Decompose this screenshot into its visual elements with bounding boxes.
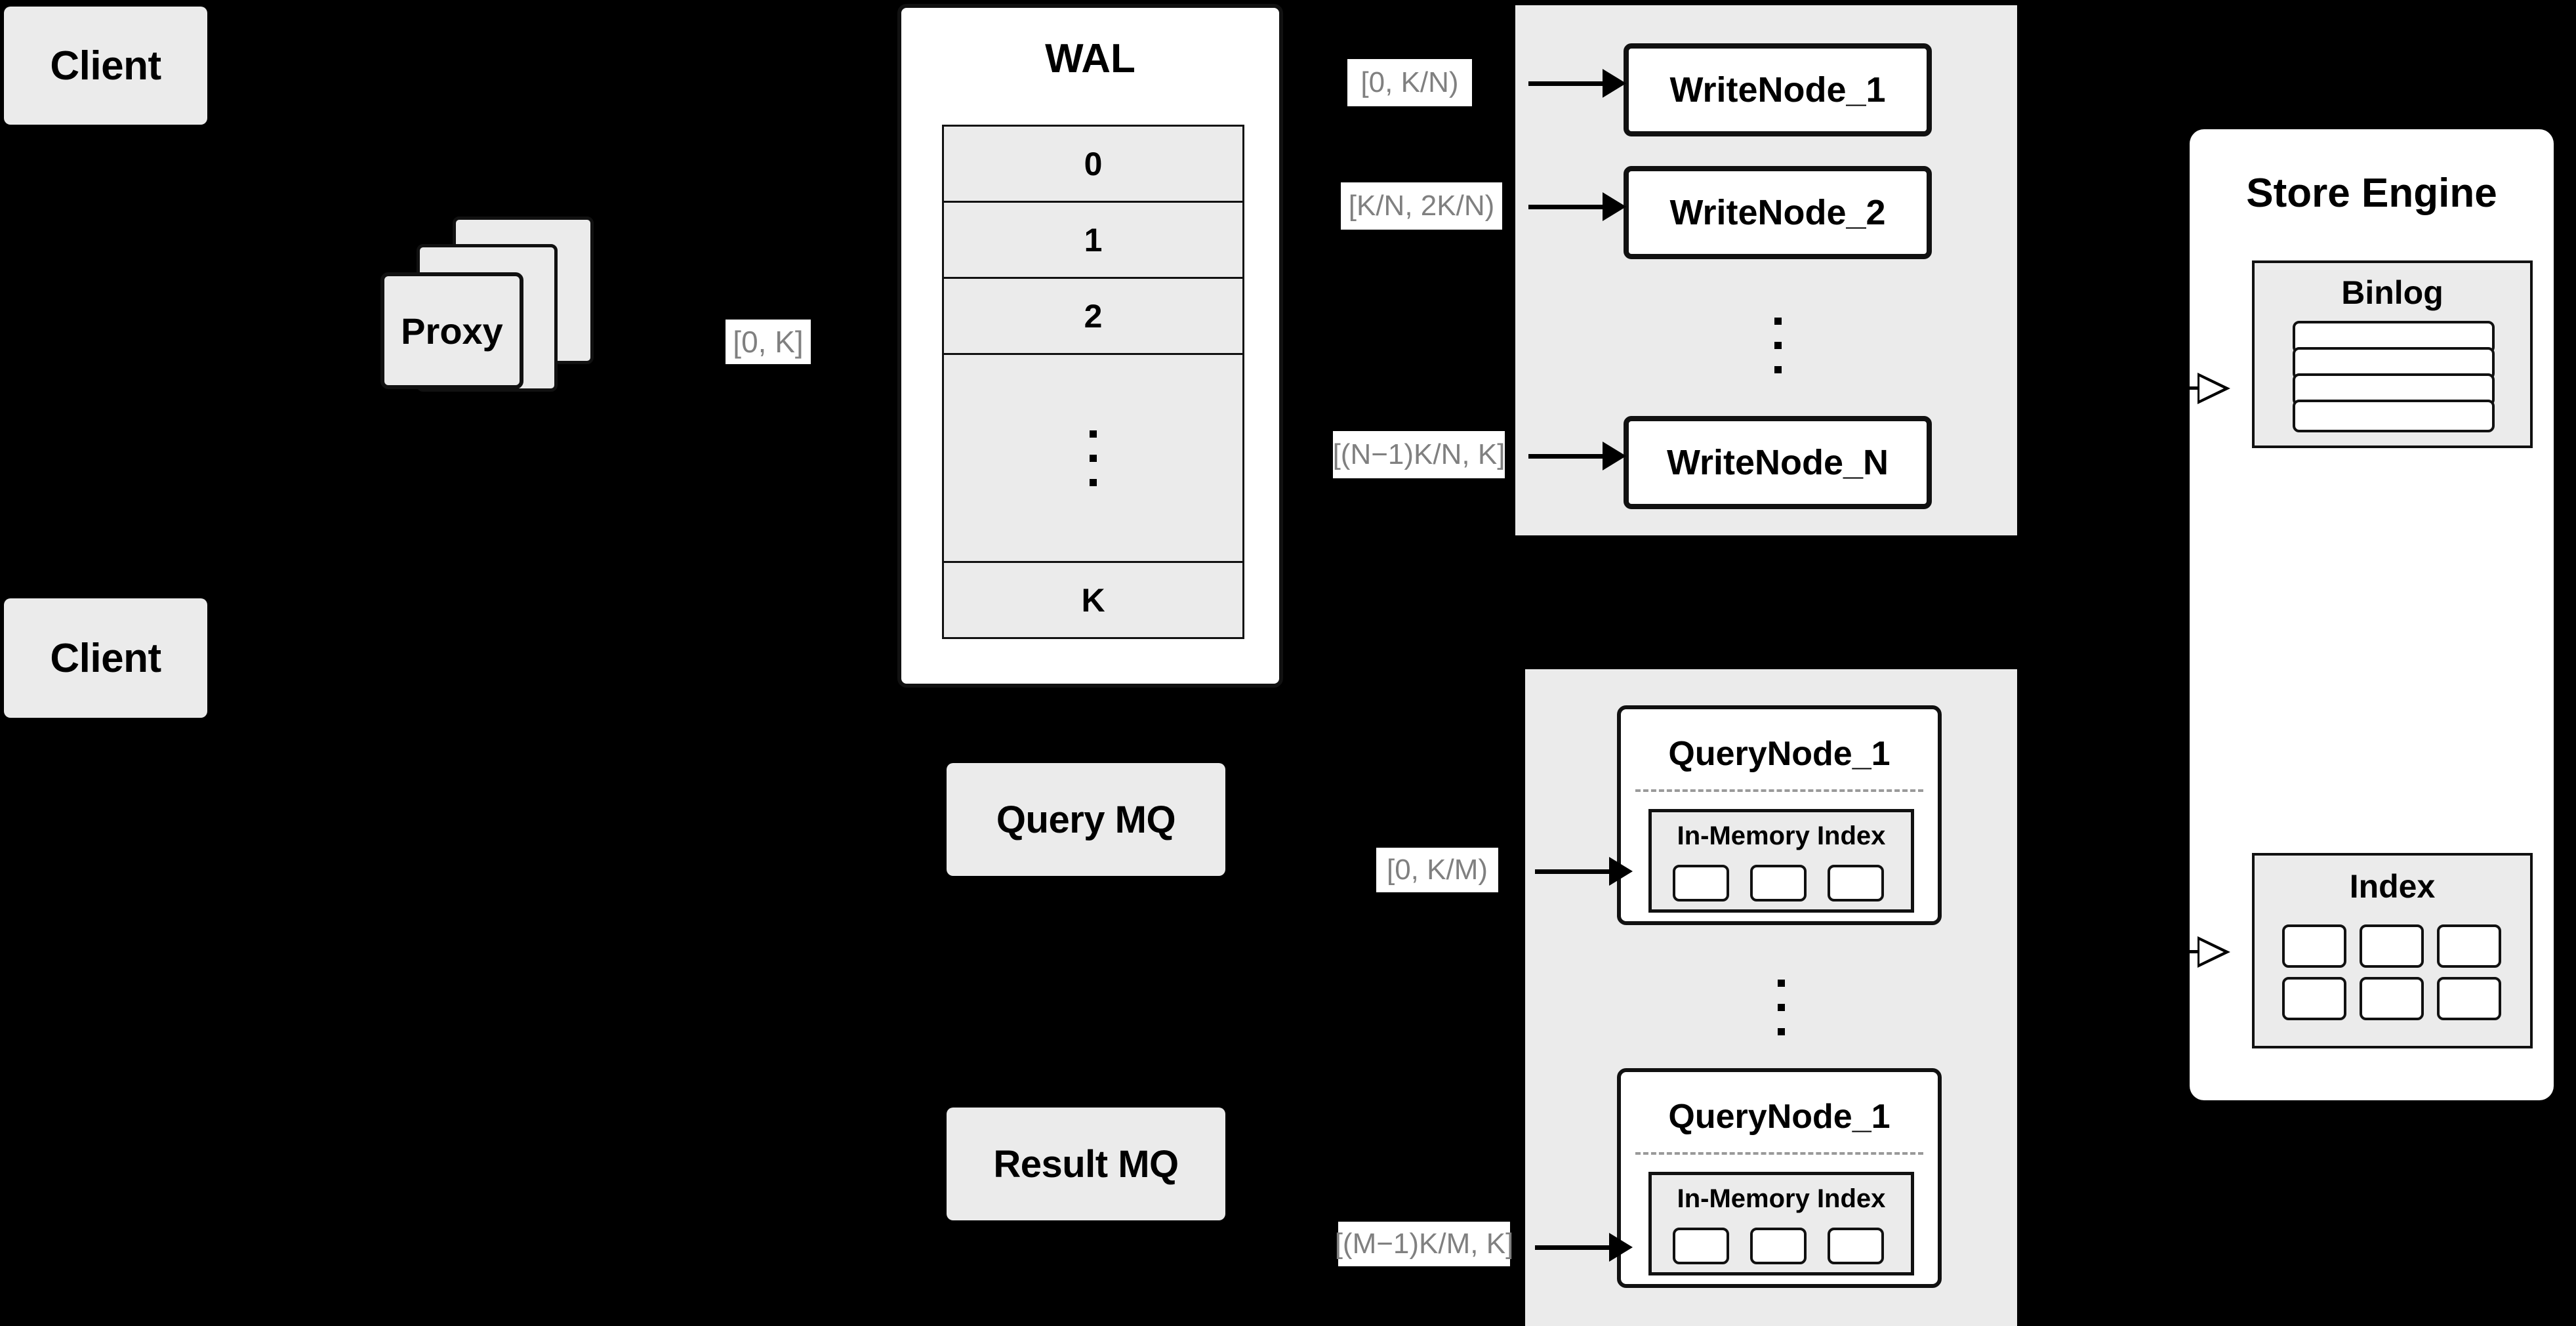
binlog-panel: Binlog: [2252, 260, 2533, 448]
tag-proxy-to-wal-label: [0, K]: [733, 325, 804, 359]
arrow-line-to-write-node-n: [1528, 454, 1614, 459]
query-pool-ellipsis-icon: [1738, 942, 1824, 1073]
query-node-m[interactable]: QueryNode_1 In-Memory Index: [1617, 1068, 1942, 1288]
tag-query-node-m-label: [(M−1)K/M, K]: [1334, 1228, 1514, 1260]
proxy-node[interactable]: Proxy: [380, 272, 523, 389]
write-node-2[interactable]: WriteNode_2: [1624, 166, 1932, 259]
tag-query-node-1: [0, K/M): [1376, 848, 1498, 892]
in-memory-index-panel-1-title: In-Memory Index: [1677, 821, 1886, 850]
write-pool-ellipsis-icon: [1735, 280, 1820, 411]
query-node-1-separator: [1635, 789, 1923, 792]
store-engine-container: Store Engine Binlog Index: [2190, 129, 2554, 1100]
client-node-1-label: Client: [50, 43, 161, 89]
proxy-node-label: Proxy: [401, 310, 503, 352]
in-memory-index-panel-2: In-Memory Index: [1648, 1172, 1914, 1275]
arrow-right-icon-query-node-1: [1609, 857, 1633, 886]
wal-row-k-label: K: [1081, 581, 1105, 619]
query-node-pool: QueryNode_1 In-Memory Index QueryNode_1 …: [1525, 669, 2017, 1326]
index-panel: Index: [2252, 853, 2533, 1048]
binlog-panel-title: Binlog: [2341, 274, 2443, 311]
tag-query-node-m: [(M−1)K/M, K]: [1335, 1222, 1513, 1266]
wal-title: WAL: [1045, 36, 1135, 81]
arrow-right-icon-write-node-n: [1603, 442, 1626, 470]
index-panel-title: Index: [2349, 868, 2436, 905]
arrow-line-to-index: [2157, 950, 2203, 953]
wal-row-2: 2: [944, 279, 1242, 355]
wal-row-ellipsis: [944, 355, 1242, 563]
query-node-1[interactable]: QueryNode_1 In-Memory Index: [1617, 705, 1942, 925]
tag-write-node-1: [0, K/N): [1347, 59, 1472, 106]
index-chip: [1828, 1228, 1884, 1264]
wal-row-1: 1: [944, 203, 1242, 279]
index-chip: [1828, 865, 1884, 901]
arrow-line-to-write-node-1: [1528, 81, 1614, 86]
tag-write-node-1-label: [0, K/N): [1360, 66, 1459, 98]
tag-proxy-to-wal: [0, K]: [726, 320, 811, 364]
write-node-1[interactable]: WriteNode_1: [1624, 43, 1932, 136]
wal-row-k: K: [944, 563, 1242, 637]
in-memory-index-panel-2-title: In-Memory Index: [1677, 1184, 1886, 1213]
arrow-right-icon-write-node-2: [1603, 192, 1626, 221]
index-chip: [1673, 865, 1729, 901]
write-node-n-label: WriteNode_N: [1666, 443, 1889, 482]
client-node-2-label: Client: [50, 635, 161, 681]
tag-write-node-n-label: [(N−1)K/N, K]: [1332, 438, 1505, 470]
open-arrow-right-icon-index: [2198, 936, 2230, 968]
tag-write-node-2-label: [K/N, 2K/N): [1348, 190, 1495, 222]
query-node-m-separator: [1635, 1152, 1923, 1155]
wal-row-0-label: 0: [1084, 145, 1103, 182]
arrow-line-to-query-node-m: [1535, 1245, 1620, 1250]
binlog-row: [2293, 400, 2495, 432]
wal-row-0: 0: [944, 127, 1242, 203]
index-chip: [2437, 977, 2501, 1020]
arrow-line-to-write-node-2: [1528, 205, 1614, 209]
arrow-line-to-query-node-1: [1535, 869, 1620, 874]
result-mq-label: Result MQ: [993, 1142, 1179, 1186]
in-memory-index-panel-1: In-Memory Index: [1648, 809, 1914, 913]
index-chip: [2282, 924, 2346, 968]
tag-write-node-n: [(N−1)K/N, K]: [1333, 431, 1505, 478]
query-node-1-title: QueryNode_1: [1668, 735, 1891, 773]
wal-container: WAL 0 1 2 K: [897, 4, 1283, 688]
index-chip: [2437, 924, 2501, 968]
index-chip: [2282, 977, 2346, 1020]
index-chip: [2360, 924, 2424, 968]
wal-entries-table: 0 1 2 K: [942, 125, 1244, 639]
index-chip: [1673, 1228, 1729, 1264]
write-node-pool: WriteNode_1 WriteNode_2 WriteNode_N: [1515, 5, 2017, 535]
store-engine-title: Store Engine: [2246, 171, 2497, 216]
write-node-2-label: WriteNode_2: [1669, 193, 1886, 232]
tag-query-node-1-label: [0, K/M): [1386, 854, 1488, 886]
index-chip: [2360, 977, 2424, 1020]
wal-row-1-label: 1: [1084, 221, 1103, 259]
arrow-right-icon-write-node-1: [1603, 69, 1626, 98]
tag-write-node-2: [K/N, 2K/N): [1341, 182, 1502, 230]
vertical-ellipsis-icon: [1090, 430, 1097, 486]
write-node-n[interactable]: WriteNode_N: [1624, 416, 1932, 509]
result-mq-node[interactable]: Result MQ: [947, 1108, 1225, 1220]
index-chip: [1750, 865, 1807, 901]
client-node-1[interactable]: Client: [4, 7, 207, 125]
arrow-line-to-binlog: [2157, 386, 2203, 390]
query-mq-node[interactable]: Query MQ: [947, 763, 1225, 876]
query-mq-label: Query MQ: [996, 798, 1176, 841]
proxy-stack[interactable]: Proxy: [380, 217, 669, 426]
write-node-1-label: WriteNode_1: [1669, 70, 1886, 110]
query-node-m-title: QueryNode_1: [1668, 1098, 1891, 1136]
client-node-2[interactable]: Client: [4, 598, 207, 718]
open-arrow-right-icon-binlog: [2198, 373, 2230, 404]
index-chip: [1750, 1228, 1807, 1264]
wal-row-2-label: 2: [1084, 297, 1103, 335]
arrow-right-icon-query-node-m: [1609, 1233, 1633, 1262]
